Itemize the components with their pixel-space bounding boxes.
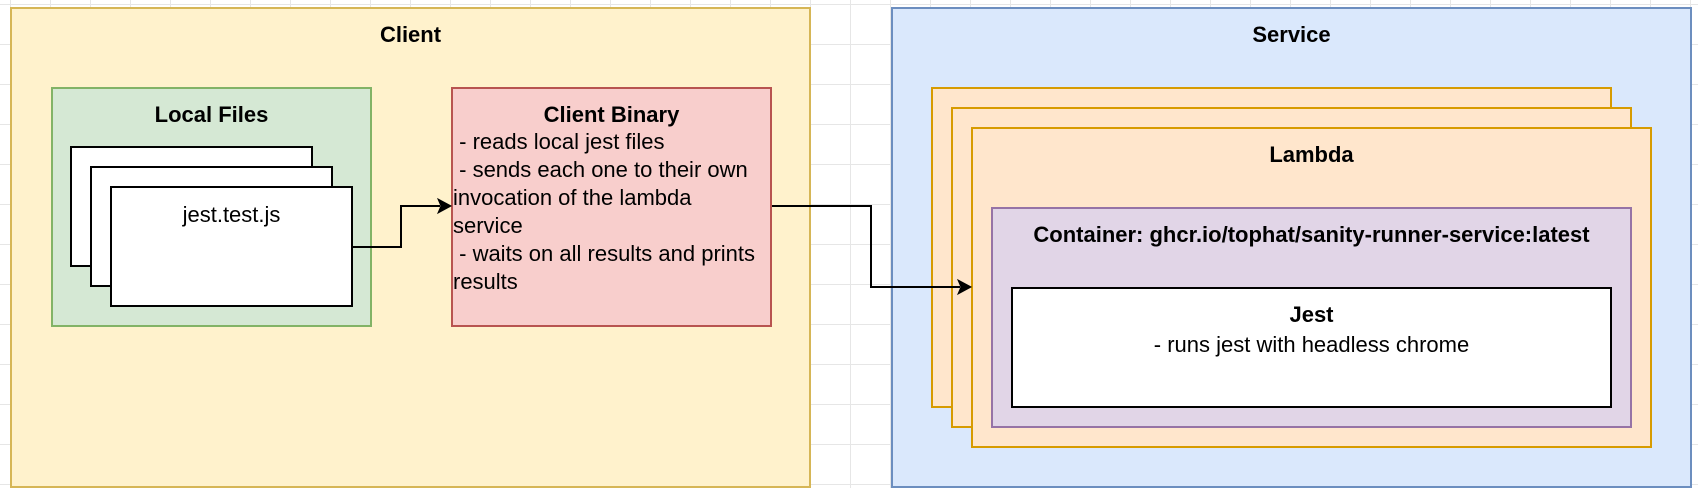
jest-description: - runs jest with headless chrome: [1153, 332, 1470, 357]
container-title: Container: ghcr.io/tophat/sanity-runner-…: [1033, 222, 1590, 247]
file-page-front[interactable]: jest.test.js: [110, 186, 353, 307]
jest-title: Jest: [1289, 302, 1334, 327]
service-title: Service: [1252, 22, 1331, 47]
local-files-title: Local Files: [154, 102, 269, 127]
client-binary-title: Client Binary: [543, 102, 680, 127]
file-label: jest.test.js: [182, 202, 281, 227]
arrow-files-to-binary[interactable]: [353, 197, 453, 248]
jest-box[interactable]: Jest - runs jest with headless chrome: [1011, 287, 1612, 408]
client-title: Client: [379, 22, 442, 47]
client-binary-box[interactable]: Client Binary - reads local jest files -…: [451, 87, 772, 327]
client-binary-description: - reads local jest files - sends each on…: [453, 129, 756, 294]
arrow-binary-to-lambda[interactable]: [772, 205, 973, 296]
lambda-title: Lambda: [1269, 142, 1354, 167]
